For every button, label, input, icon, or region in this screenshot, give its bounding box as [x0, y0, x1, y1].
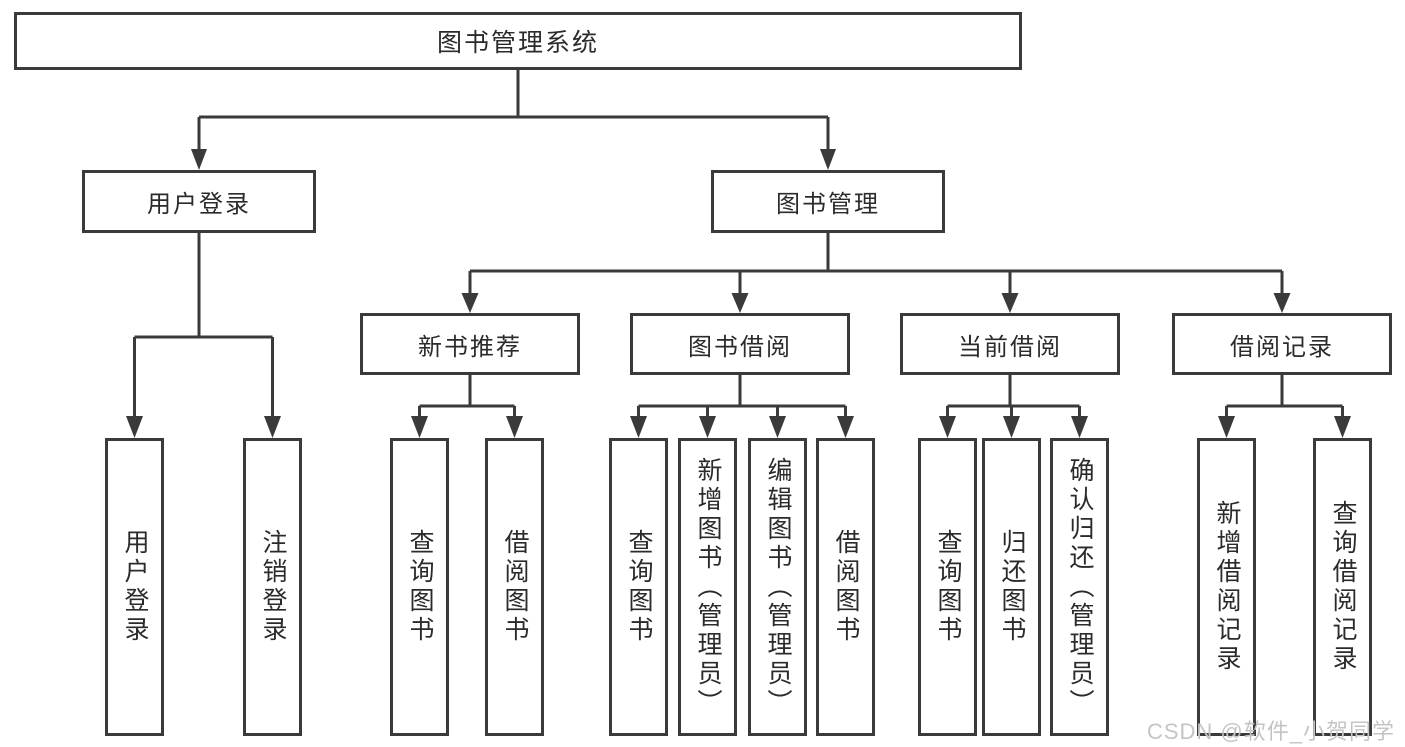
leaf-query-books-current: 查询图书	[918, 438, 977, 736]
node-label: 借阅图书	[832, 529, 860, 645]
node-label: 查询借阅记录	[1329, 500, 1357, 674]
leaf-user-login: 用户登录	[105, 438, 164, 736]
connector-borrowrecords-to-leaves	[1218, 375, 1351, 438]
leaf-return-books: 归还图书	[982, 438, 1041, 736]
leaf-edit-book-admin: 编辑图书（管理员）	[748, 438, 807, 736]
connector-userlogin-to-leaves	[126, 233, 281, 438]
node-label: 用户登录	[121, 529, 149, 645]
node-label: 当前借阅	[958, 333, 1062, 361]
node-book-management: 图书管理	[711, 170, 945, 233]
node-borrow-records: 借阅记录	[1172, 313, 1392, 375]
leaf-query-borrow-record: 查询借阅记录	[1313, 438, 1372, 736]
node-label: 图书借阅	[688, 333, 792, 361]
arrowhead-icon	[769, 416, 786, 438]
connector-newbook-to-leaves	[411, 375, 523, 438]
node-label: 查询图书	[625, 529, 653, 645]
node-book-borrow: 图书借阅	[630, 313, 850, 375]
node-current-borrow: 当前借阅	[900, 313, 1120, 375]
connector-root-to-level2	[191, 70, 836, 170]
connector-bookborrow-to-leaves	[630, 375, 854, 438]
node-label: 确认归还（管理员）	[1066, 456, 1094, 718]
leaf-query-books-recommend: 查询图书	[390, 438, 449, 736]
node-label: 图书管理	[776, 191, 880, 218]
arrowhead-icon	[1003, 416, 1020, 438]
node-label: 新书推荐	[418, 333, 522, 361]
connector-segment	[946, 375, 1081, 417]
node-label: 查询图书	[406, 529, 434, 645]
arrowhead-icon	[461, 293, 479, 313]
node-label: 编辑图书（管理员）	[764, 456, 792, 718]
leaf-logout-login: 注销登录	[243, 438, 302, 736]
arrowhead-icon	[699, 416, 716, 438]
node-new-book-recommend: 新书推荐	[360, 313, 580, 375]
node-label: 新增借阅记录	[1213, 500, 1241, 674]
node-label: 借阅图书	[501, 529, 529, 645]
arrowhead-icon	[191, 149, 207, 170]
node-user-login: 用户登录	[82, 170, 316, 233]
leaf-add-book-admin: 新增图书（管理员）	[678, 438, 737, 736]
node-label: 新增图书（管理员）	[694, 456, 722, 718]
connector-currentborrow-to-leaves	[939, 375, 1088, 438]
leaf-borrow-books-recommend: 借阅图书	[485, 438, 544, 736]
connector-segment	[418, 375, 516, 417]
node-label: 用户登录	[147, 191, 251, 218]
connector-management-to-level3	[461, 233, 1291, 313]
connector-segment	[197, 70, 830, 151]
node-library-system: 图书管理系统	[14, 12, 1022, 70]
arrowhead-icon	[264, 416, 281, 438]
arrowhead-icon	[411, 416, 428, 438]
arrowhead-icon	[731, 293, 749, 313]
arrowhead-icon	[126, 416, 143, 438]
arrowhead-icon	[1218, 416, 1235, 438]
connector-segment	[1225, 375, 1344, 417]
arrowhead-icon	[1071, 416, 1088, 438]
arrowhead-icon	[506, 416, 523, 438]
leaf-add-borrow-record: 新增借阅记录	[1197, 438, 1256, 736]
node-label: 归还图书	[998, 529, 1026, 645]
arrowhead-icon	[820, 149, 836, 170]
watermark: CSDN @软件_小贺同学	[1146, 719, 1395, 744]
leaf-borrow-books: 借阅图书	[816, 438, 875, 736]
connector-segment	[133, 233, 274, 417]
leaf-confirm-return-admin: 确认归还（管理员）	[1050, 438, 1109, 736]
connector-segment	[637, 375, 847, 417]
arrowhead-icon	[837, 416, 854, 438]
node-label: 图书管理系统	[436, 29, 599, 57]
arrowhead-icon	[1001, 293, 1019, 313]
arrowhead-icon	[939, 416, 956, 438]
arrowhead-icon	[630, 416, 647, 438]
node-label: 注销登录	[259, 529, 287, 645]
leaf-query-books-borrow: 查询图书	[609, 438, 668, 736]
arrowhead-icon	[1273, 293, 1291, 313]
connector-segment	[468, 233, 1284, 295]
node-label: 查询图书	[934, 529, 962, 645]
arrowhead-icon	[1334, 416, 1351, 438]
node-label: 借阅记录	[1230, 333, 1334, 361]
